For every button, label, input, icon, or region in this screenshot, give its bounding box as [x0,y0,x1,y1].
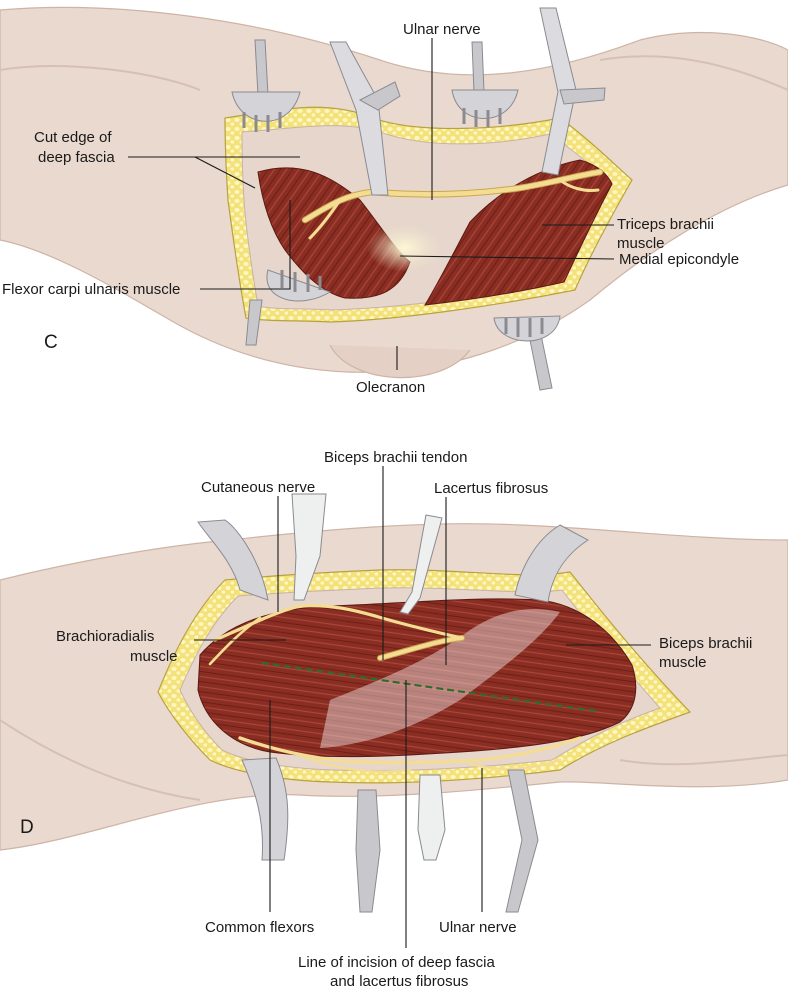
panel-d-ulnar-nerve-branches [298,753,562,773]
panel-d-skin-crease [0,719,788,801]
label-c-cut-edge-1: Cut edge of [34,129,112,146]
panel-c-retractor-top-left [231,39,301,132]
label-c-medial-epicondyle: Medial epicondyle [619,251,739,268]
label-c-cut-edge-2: deep fascia [38,149,115,166]
panel-c-forceps-right [539,7,606,176]
label-d-lacertus: Lacertus fibrosus [434,480,548,497]
panel-d-forceps-top-right [399,514,443,615]
panel-d-biceps-tendon-core [378,636,464,660]
panel-c-fcu-muscle [257,167,411,299]
panel-d-cutaneous-nerve [213,604,464,642]
label-d-biceps-tendon: Biceps brachii tendon [324,449,467,466]
panel-d-retractor-right-upper [514,524,589,603]
leader-c-fcu [200,200,291,290]
panel-d-forceps-top-left [291,493,327,601]
panel-c-nerve-loop [558,178,600,192]
label-d-biceps-1: Biceps brachii [659,635,752,652]
panel-c-forceps-left [329,41,401,196]
panel-d-ulnar-nerve [238,736,582,765]
panel-c-retractor-bottom-right [493,315,561,391]
panel-d-retractor-left-lower [241,757,289,861]
panel-d: Biceps brachii tendon Cutaneous nerve La… [0,449,788,990]
panel-d-retractor-left-upper [197,519,269,601]
label-d-incision-1: Line of incision of deep fascia [298,954,495,971]
panel-c-skin-fold [0,55,788,91]
label-d-ulnar-nerve: Ulnar nerve [439,919,517,936]
label-c-fcu: Flexor carpi ulnaris muscle [2,281,180,298]
panel-c-nerve-branch [308,198,342,240]
label-c-triceps-2: muscle [617,235,665,252]
panel-letter-d: D [20,817,34,838]
panel-d-forceps-bottom-center [417,774,446,861]
label-c-triceps-1: Triceps brachii [617,216,714,233]
panel-c-olecranon-bulge [329,344,471,379]
panel-c-retractor-top-right [451,41,519,127]
leader-c-epicondyle [399,255,615,260]
label-d-biceps-2: muscle [659,654,707,671]
panel-d-lacertus-fibrosus [320,609,560,748]
panel-letter-c: C [44,332,58,353]
label-c-olecranon: Olecranon [356,379,425,396]
label-d-incision-2: and lacertus fibrosus [330,973,468,990]
panel-d-forceps-bottom-right [505,769,539,913]
label-d-brachioradialis-2: muscle [130,648,178,665]
panel-c-medial-epicondyle [367,224,443,272]
panel-c-retractor-bottom-left [245,269,332,346]
panel-d-incision-line [261,661,597,713]
label-d-common-flexors: Common flexors [205,919,314,936]
panel-c: Ulnar nerve Cut edge of deep fascia Tric… [0,6,788,396]
label-c-ulnar-nerve: Ulnar nerve [403,21,481,38]
label-d-brachioradialis-1: Brachioradialis [56,628,154,645]
label-d-cutaneous-nerve: Cutaneous nerve [201,479,315,496]
panel-d-forceps-bottom-left [355,789,381,913]
leader-c-cut-edge-branch [194,156,256,189]
